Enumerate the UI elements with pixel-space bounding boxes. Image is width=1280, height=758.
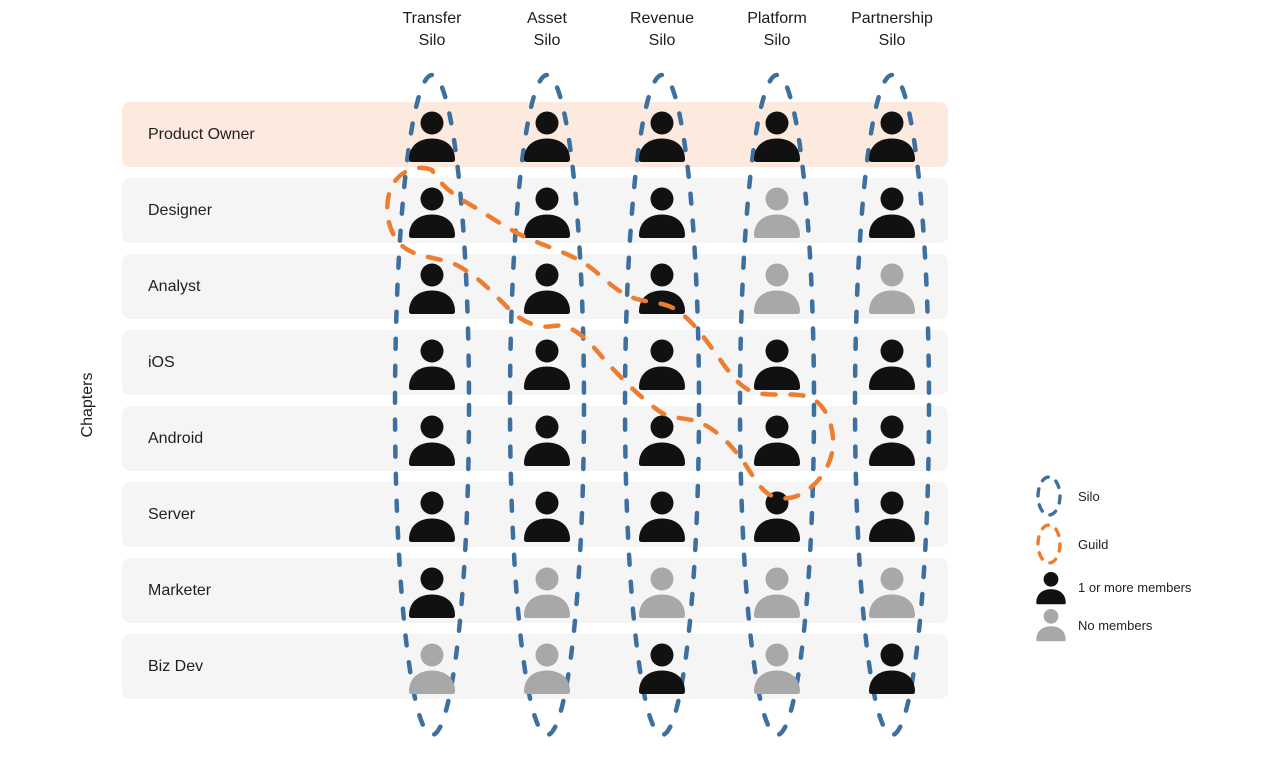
row-label: Analyst <box>148 277 201 295</box>
person-icon-product-owner-revenue <box>639 111 685 162</box>
legend-person-gray-glyph <box>1036 608 1066 642</box>
person-icon-analyst-transfer <box>409 263 455 314</box>
person-icon-designer-platform <box>754 187 800 238</box>
person-icon-ios-revenue <box>639 339 685 390</box>
person-icon-product-owner-partnership <box>869 111 915 162</box>
person-icon-product-owner-asset <box>524 111 570 162</box>
person-icon-ios-partnership <box>869 339 915 390</box>
row-label: iOS <box>148 353 175 371</box>
person-black-icon <box>1036 571 1066 604</box>
person-icon-designer-partnership <box>869 187 915 238</box>
person-icon-marketer-transfer <box>409 567 455 618</box>
person-icon-marketer-partnership <box>869 567 915 618</box>
guild-outline <box>385 165 836 501</box>
silo-ellipse-platform <box>737 72 817 738</box>
person-icon-server-transfer <box>409 491 455 542</box>
column-subtitle: Silo <box>763 32 791 49</box>
legend-item-guild: Guild <box>1034 520 1270 568</box>
person-icon-biz-dev-revenue <box>639 643 685 694</box>
legend-guild-label: Guild <box>1078 536 1109 552</box>
guild-ellipse-icon <box>1036 523 1062 565</box>
legend-silo-label: Silo <box>1078 488 1100 504</box>
legend-item-members: 1 or more members <box>1034 568 1270 607</box>
person-icon-designer-asset <box>524 187 570 238</box>
legend-no-members-label: No members <box>1078 617 1153 633</box>
column-title: Transfer <box>402 10 462 27</box>
person-icon-analyst-asset <box>524 263 570 314</box>
legend: Silo Guild 1 or more members No members <box>1034 472 1270 643</box>
column-title: Partnership <box>851 10 933 27</box>
column-subtitle: Silo <box>418 32 446 49</box>
person-icon-android-asset <box>524 415 570 466</box>
silo-ellipse-icon <box>1036 475 1062 517</box>
row-label: Product Owner <box>148 125 255 143</box>
person-icon-marketer-revenue <box>639 567 685 618</box>
legend-item-no-members: No members <box>1034 607 1270 643</box>
person-icon-ios-transfer <box>409 339 455 390</box>
person-icon-analyst-partnership <box>869 263 915 314</box>
row-label: Marketer <box>148 581 212 599</box>
person-icon-marketer-asset <box>524 567 570 618</box>
person-icon-android-partnership <box>869 415 915 466</box>
row-label: Android <box>148 429 204 447</box>
column-subtitle: Silo <box>533 32 561 49</box>
row-label: Designer <box>148 201 213 219</box>
person-icon-biz-dev-partnership <box>869 643 915 694</box>
person-icon-biz-dev-asset <box>524 643 570 694</box>
person-icon-android-platform <box>754 415 800 466</box>
silo-ellipse-partnership <box>852 72 932 738</box>
column-title: Revenue <box>629 10 695 27</box>
person-icon-ios-asset <box>524 339 570 390</box>
column-subtitle: Silo <box>878 32 906 49</box>
legend-members-label: 1 or more members <box>1078 580 1192 595</box>
column-title: Platform <box>747 10 807 27</box>
person-icon-designer-transfer <box>409 187 455 238</box>
column-title: Asset <box>526 10 567 27</box>
silo-ellipse-transfer <box>392 72 472 738</box>
person-icon-ios-platform <box>754 339 800 390</box>
person-icon-server-asset <box>524 491 570 542</box>
row-label: Server <box>148 505 196 523</box>
row-label: Biz Dev <box>148 657 204 675</box>
person-icon-designer-revenue <box>639 187 685 238</box>
person-icon-analyst-revenue <box>639 263 685 314</box>
person-icon-analyst-platform <box>754 263 800 314</box>
person-icon-server-revenue <box>639 491 685 542</box>
column-subtitle: Silo <box>648 32 676 49</box>
person-icon-marketer-platform <box>754 567 800 618</box>
legend-person-black-glyph <box>1036 571 1066 604</box>
person-icon-product-owner-transfer <box>409 111 455 162</box>
silo-ellipse-revenue <box>622 72 702 738</box>
person-icon-server-partnership <box>869 491 915 542</box>
person-icon-product-owner-platform <box>754 111 800 162</box>
person-icon-biz-dev-transfer <box>409 643 455 694</box>
silo-ellipse-asset <box>507 72 587 738</box>
person-icon-biz-dev-platform <box>754 643 800 694</box>
person-gray-icon <box>1036 608 1066 642</box>
legend-item-silo: Silo <box>1034 472 1270 520</box>
person-icon-android-transfer <box>409 415 455 466</box>
person-icon-android-revenue <box>639 415 685 466</box>
